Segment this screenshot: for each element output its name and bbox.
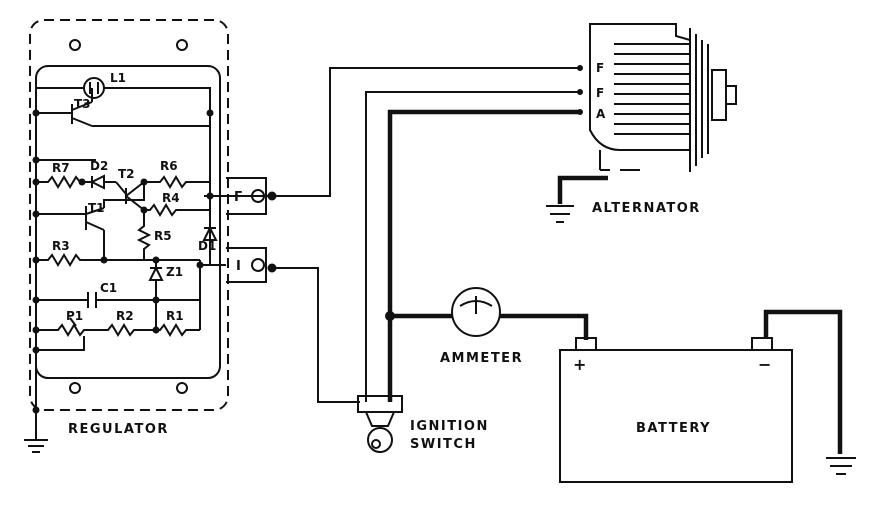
battery-plus-sign: +: [573, 355, 586, 374]
alternator-label: ALTERNATOR: [592, 201, 701, 216]
label-p1: P1: [66, 309, 83, 323]
label-r5: R5: [154, 229, 172, 243]
label-d2: D2: [90, 159, 108, 173]
label-r1: R1: [166, 309, 184, 323]
label-t2: T2: [118, 167, 135, 181]
alternator-terminal-a-label: A: [596, 107, 606, 121]
terminal-f-label: F: [234, 190, 243, 205]
regulator-circuit: [24, 77, 277, 453]
label-r3: R3: [52, 239, 70, 253]
battery-label: BATTERY: [636, 421, 711, 436]
label-t3: T3: [74, 97, 91, 111]
label-c1: C1: [100, 281, 117, 295]
battery-icon: [559, 309, 856, 483]
ignition-label-line2: SWITCH: [410, 437, 477, 452]
lamp-l1-icon: [83, 77, 105, 99]
label-z1: Z1: [166, 265, 183, 279]
alternator-icon: [546, 23, 737, 223]
label-r7: R7: [52, 161, 70, 175]
ammeter-label: AMMETER: [440, 351, 523, 366]
label-r6: R6: [160, 159, 178, 173]
alternator-terminal-f2-label: F: [596, 86, 604, 100]
alternator-terminal-f1-label: F: [596, 61, 604, 75]
label-r4: R4: [162, 191, 180, 205]
label-d1: D1: [198, 239, 216, 253]
battery-minus-sign: −: [758, 355, 771, 374]
label-t1: T1: [88, 201, 105, 215]
regulator-component-labels: L1 T3 R7 D2 T2 R6 R4 T1 R5 D1 R3 Z1 C1 P…: [52, 71, 243, 437]
terminal-i-label: I: [236, 259, 241, 274]
label-r2: R2: [116, 309, 134, 323]
ignition-label-line1: IGNITION: [410, 419, 489, 434]
ignition-switch-icon: [357, 395, 403, 453]
ammeter-icon: [451, 287, 501, 337]
label-l1: L1: [110, 71, 126, 85]
regulator-label: REGULATOR: [68, 422, 169, 437]
wiring-harness: [272, 65, 589, 403]
